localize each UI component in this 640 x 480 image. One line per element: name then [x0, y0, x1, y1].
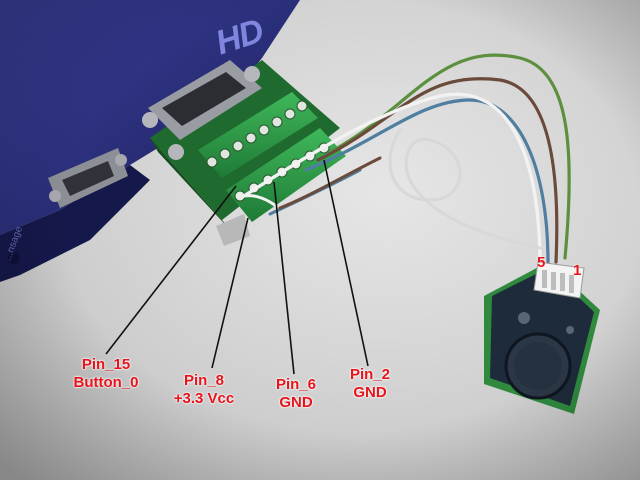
- label-pin15-line1: Pin_15: [81, 356, 131, 373]
- label-pin6: Pin_6 GND: [258, 376, 334, 412]
- label-pin2: Pin_2 GND: [334, 366, 406, 402]
- label-pin6-line2: GND: [279, 394, 313, 411]
- sensor-pin-1-label: 1: [573, 262, 582, 279]
- label-pin6-line1: Pin_6: [275, 376, 317, 393]
- label-pin8-line2: +3.3 Vcc: [173, 390, 235, 407]
- label-pin8: Pin_8 +3.3 Vcc: [158, 372, 250, 408]
- label-pin15-line2: Button_0: [73, 374, 139, 391]
- label-pin15: Pin_15 Button_0: [62, 356, 150, 392]
- label-pin2-line1: Pin_2: [349, 366, 391, 383]
- label-pin8-line1: Pin_8: [183, 372, 225, 389]
- sensor-pin-5-label: 5: [537, 254, 546, 271]
- label-pin2-line2: GND: [353, 384, 387, 401]
